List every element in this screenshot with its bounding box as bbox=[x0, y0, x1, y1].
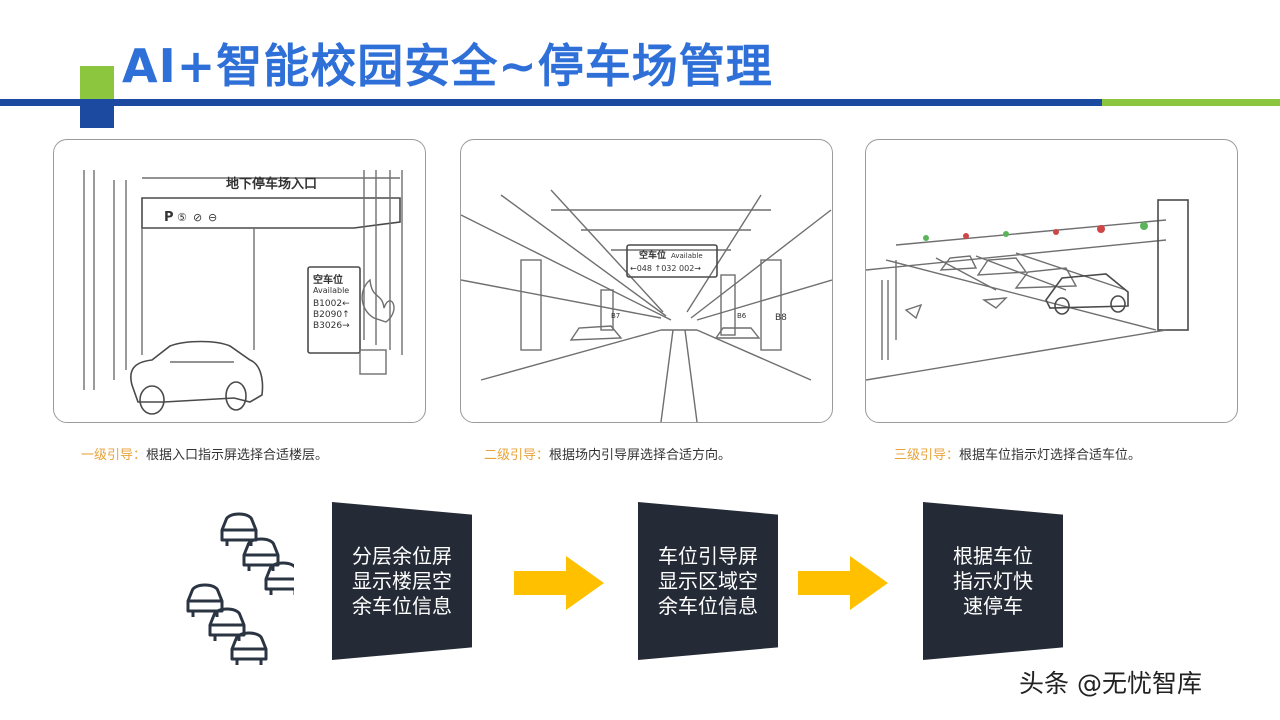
arrow-right-icon bbox=[798, 556, 888, 610]
pillar-label-b6: B6 bbox=[737, 312, 747, 320]
flow-step-line: 余车位信息 bbox=[658, 593, 758, 618]
indicator-light-6 bbox=[1140, 222, 1148, 230]
spaces-sketch bbox=[866, 199, 1189, 381]
flow-step-line: 显示楼层空 bbox=[352, 568, 452, 593]
corridor-board-subtitle: Available bbox=[671, 252, 703, 260]
corridor-sketch: B7 B6 B8 空车位 Available ←048 ↑032 002→ bbox=[461, 189, 832, 422]
caption-level-label: 一级引导： bbox=[81, 448, 147, 463]
board-row-b1: B1002← bbox=[313, 299, 350, 309]
indicator-light-3 bbox=[1003, 231, 1009, 237]
parking-p-icon: P bbox=[164, 210, 174, 225]
arrow-right-icon bbox=[514, 556, 604, 610]
flow-step-2: 车位引导屏 显示区域空 余车位信息 bbox=[638, 502, 778, 660]
pillar-label-b8: B8 bbox=[775, 313, 787, 323]
caption-level-label: 三级引导： bbox=[894, 448, 960, 463]
flow-step-line: 余车位信息 bbox=[352, 593, 452, 618]
accent-blue-square bbox=[80, 100, 114, 128]
board-row-b2: B2090↑ bbox=[313, 310, 350, 320]
corridor-board-row: ←048 ↑032 002→ bbox=[630, 264, 701, 273]
flow-step-line: 分层余位屏 bbox=[352, 543, 452, 568]
flow-step-text: 车位引导屏 显示区域空 余车位信息 bbox=[658, 544, 758, 619]
flow-step-line: 车位引导屏 bbox=[658, 543, 758, 568]
caption-level-text: 根据车位指示灯选择合适车位。 bbox=[959, 448, 1142, 463]
caption-level-2: 二级引导：根据场内引导屏选择合适方向。 bbox=[484, 444, 731, 463]
indicator-light-2 bbox=[963, 233, 969, 239]
caption-level-text: 根据入口指示屏选择合适楼层。 bbox=[146, 448, 329, 463]
flow-step-1: 分层余位屏 显示楼层空 余车位信息 bbox=[332, 502, 472, 660]
pillar-label-b7: B7 bbox=[611, 312, 620, 320]
height-limit-icon: ⊖ bbox=[208, 211, 217, 224]
flow-step-line: 显示区域空 bbox=[658, 568, 758, 593]
indicator-light-5 bbox=[1097, 225, 1105, 233]
flow-step-line: 速停车 bbox=[963, 593, 1023, 618]
flow-step-3: 根据车位 指示灯快 速停车 bbox=[923, 502, 1063, 660]
panel-corridor-illustration: B7 B6 B8 空车位 Available ←048 ↑032 002→ bbox=[460, 139, 833, 423]
board-row-b3: B3026→ bbox=[313, 321, 350, 331]
panel-spaces-illustration bbox=[865, 139, 1238, 423]
no-entry-icon: ⊘ bbox=[193, 211, 202, 224]
board-title: 空车位 bbox=[313, 273, 343, 286]
caption-level-label: 二级引导： bbox=[484, 448, 550, 463]
panel-entrance-illustration: 地下停车场入口 P ⑤ ⊘ ⊖ 空车位 Available B1002← B20… bbox=[53, 139, 426, 423]
indicator-light-1 bbox=[923, 235, 929, 241]
flow-step-line: 根据车位 bbox=[953, 543, 1033, 568]
caption-level-1: 一级引导：根据入口指示屏选择合适楼层。 bbox=[81, 444, 328, 463]
header-rule-green bbox=[1102, 99, 1280, 106]
accent-green-square bbox=[80, 66, 114, 100]
cars-icon bbox=[186, 512, 294, 665]
corridor-board-title: 空车位 bbox=[639, 249, 666, 261]
page-title: AI+智能校园安全~停车场管理 bbox=[122, 39, 773, 93]
entrance-sketch: 地下停车场入口 P ⑤ ⊘ ⊖ 空车位 Available B1002← B20… bbox=[83, 170, 403, 415]
watermark: 头条 @无忧智库 bbox=[1019, 669, 1202, 698]
board-subtitle: Available bbox=[313, 286, 349, 295]
caption-level-text: 根据场内引导屏选择合适方向。 bbox=[549, 448, 732, 463]
speed-limit-icon: ⑤ bbox=[177, 211, 187, 224]
flow-step-text: 分层余位屏 显示楼层空 余车位信息 bbox=[352, 544, 452, 619]
entrance-sign-text: 地下停车场入口 bbox=[226, 176, 317, 192]
flow-step-line: 指示灯快 bbox=[953, 568, 1033, 593]
flow-step-text: 根据车位 指示灯快 速停车 bbox=[948, 544, 1038, 619]
indicator-light-4 bbox=[1053, 229, 1059, 235]
caption-level-3: 三级引导：根据车位指示灯选择合适车位。 bbox=[894, 444, 1141, 463]
header-rule-blue bbox=[0, 99, 1102, 106]
